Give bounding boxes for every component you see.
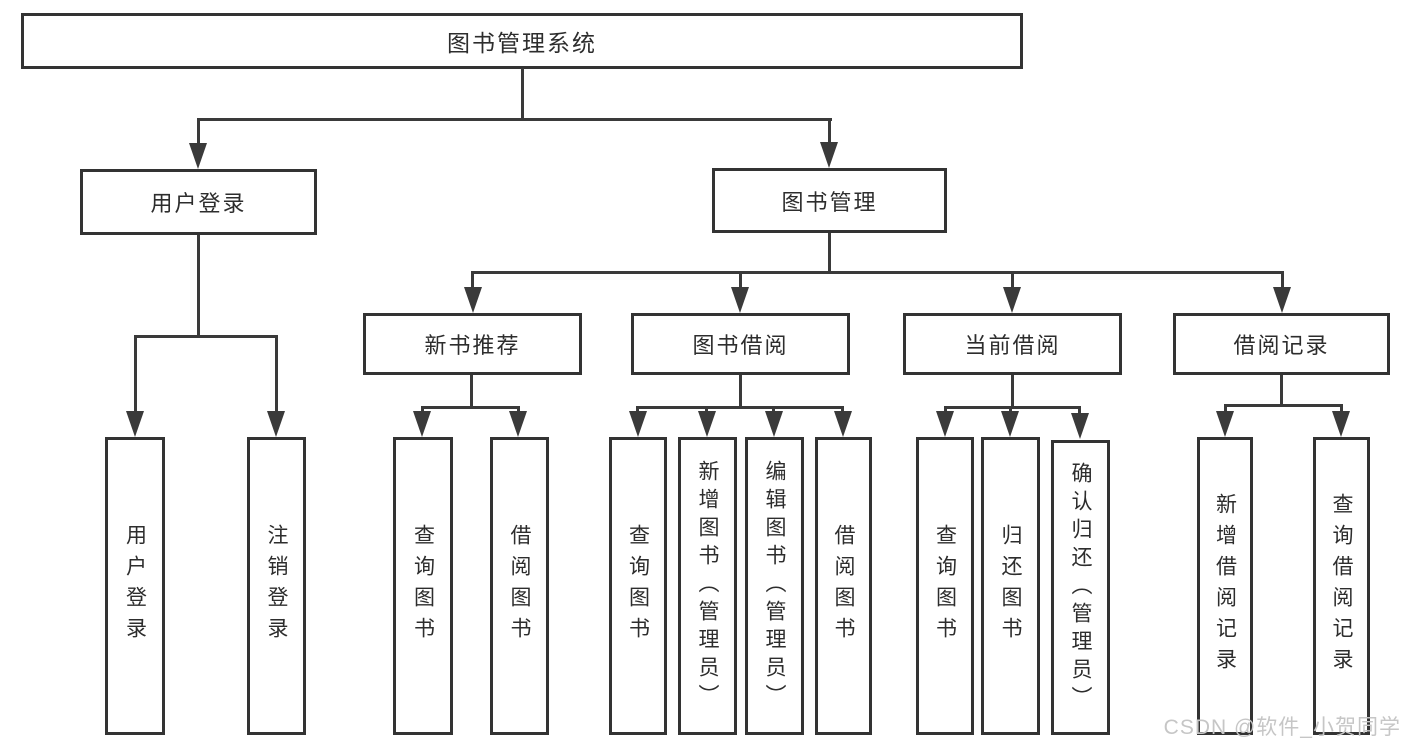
node-leaf-add-borrow-record-label: 新增借阅记录 <box>1213 493 1237 679</box>
node-leaf-query-books-recommend: 查询图书 <box>393 437 453 735</box>
node-leaf-query-books-borrow: 查询图书 <box>609 437 667 735</box>
arrowhead-to-new-book-recommend <box>464 287 482 313</box>
node-leaf-query-books-recommend-label: 查询图书 <box>411 524 435 648</box>
node-leaf-confirm-return-admin-label: 确认归还（管理员） <box>1069 461 1092 714</box>
arrowhead-borrow-leaf-3 <box>765 411 783 437</box>
connector-records-stem-1 <box>1224 404 1227 416</box>
connector-records-rail <box>1224 404 1343 407</box>
connector-current-stem-3 <box>1078 406 1081 416</box>
node-new-book-recommend: 新书推荐 <box>363 313 582 375</box>
arrowhead-records-leaf-1 <box>1216 411 1234 437</box>
node-leaf-query-borrow-record-label: 查询借阅记录 <box>1330 493 1353 679</box>
node-user-login-label: 用户登录 <box>150 191 247 216</box>
connector-book-mgmt-stub <box>828 233 831 273</box>
connector-borrow-rail <box>636 406 844 409</box>
node-leaf-logout-label: 注销登录 <box>265 524 288 648</box>
node-leaf-return-books: 归还图书 <box>981 437 1040 735</box>
connector-records-stem-2 <box>1340 404 1343 416</box>
arrowhead-current-leaf-1 <box>936 411 954 437</box>
node-borrow-records: 借阅记录 <box>1173 313 1390 375</box>
arrowhead-to-borrow-records <box>1273 287 1291 313</box>
connector-newbook-stub <box>470 375 473 408</box>
connector-user-login-stem-2 <box>275 335 278 415</box>
node-leaf-edit-books-admin: 编辑图书（管理员） <box>745 437 804 735</box>
arrowhead-to-leaf-logout <box>267 411 285 437</box>
node-leaf-add-books-admin-label: 新增图书（管理员） <box>696 460 719 712</box>
node-leaf-query-books-borrow-label: 查询图书 <box>626 524 650 648</box>
node-leaf-borrow-books-label: 借阅图书 <box>832 524 855 648</box>
node-leaf-borrow-books-recommend-label: 借阅图书 <box>508 524 531 648</box>
arrowhead-current-leaf-2 <box>1001 411 1019 437</box>
node-leaf-logout: 注销登录 <box>247 437 306 735</box>
connector-newbook-rail <box>421 406 520 409</box>
node-leaf-query-books-current: 查询图书 <box>916 437 974 735</box>
connector-user-login-stub <box>197 235 200 335</box>
node-leaf-return-books-label: 归还图书 <box>999 524 1022 648</box>
connector-book-mgmt-rail <box>471 271 1284 274</box>
node-user-login: 用户登录 <box>80 169 317 235</box>
arrowhead-to-book-borrow <box>731 287 749 313</box>
node-new-book-recommend-label: 新书推荐 <box>424 333 521 358</box>
arrowhead-to-user-login <box>189 143 207 169</box>
arrowhead-to-book-management <box>820 142 838 168</box>
node-leaf-edit-books-admin-label: 编辑图书（管理员） <box>763 460 786 712</box>
node-leaf-query-books-current-label: 查询图书 <box>933 524 957 648</box>
watermark-text: CSDN @软件_小贺同学 <box>1163 716 1401 739</box>
arrowhead-current-leaf-3 <box>1071 413 1089 439</box>
arrowhead-to-leaf-login <box>126 411 144 437</box>
connector-book-mgmt-stem-2 <box>739 271 742 291</box>
node-book-management: 图书管理 <box>712 168 947 233</box>
arrowhead-newbook-leaf-2 <box>509 411 527 437</box>
arrowhead-newbook-leaf-1 <box>413 411 431 437</box>
connector-book-mgmt-stem-3 <box>1011 271 1014 291</box>
node-borrow-records-label: 借阅记录 <box>1233 333 1330 358</box>
connector-records-stub <box>1280 375 1283 406</box>
node-root-label: 图书管理系统 <box>447 30 597 56</box>
connector-user-login-rail <box>134 335 278 338</box>
node-book-borrow-label: 图书借阅 <box>692 333 789 358</box>
node-leaf-add-books-admin: 新增图书（管理员） <box>678 437 737 735</box>
connector-book-mgmt-stem-1 <box>471 271 474 291</box>
connector-root-stem-right <box>828 118 831 148</box>
connector-current-stub <box>1011 375 1014 408</box>
node-leaf-add-borrow-record: 新增借阅记录 <box>1197 437 1253 735</box>
connector-book-mgmt-stem-4 <box>1281 271 1284 291</box>
node-leaf-borrow-books-recommend: 借阅图书 <box>490 437 549 735</box>
node-current-borrow: 当前借阅 <box>903 313 1122 375</box>
node-current-borrow-label: 当前借阅 <box>964 333 1061 358</box>
node-leaf-borrow-books: 借阅图书 <box>815 437 872 735</box>
node-root-library-management-system: 图书管理系统 <box>21 13 1023 69</box>
connector-root-rail <box>197 118 832 121</box>
arrowhead-records-leaf-2 <box>1332 411 1350 437</box>
arrowhead-to-current-borrow <box>1003 287 1021 313</box>
arrowhead-borrow-leaf-2 <box>698 411 716 437</box>
node-leaf-user-login: 用户登录 <box>105 437 165 735</box>
node-leaf-query-borrow-record: 查询借阅记录 <box>1313 437 1370 735</box>
arrowhead-borrow-leaf-4 <box>834 411 852 437</box>
connector-root-stem-left <box>197 118 200 148</box>
connector-root-stub <box>521 68 524 120</box>
node-book-borrow: 图书借阅 <box>631 313 850 375</box>
node-leaf-confirm-return-admin: 确认归还（管理员） <box>1051 440 1110 735</box>
arrowhead-borrow-leaf-1 <box>629 411 647 437</box>
connector-current-rail <box>944 406 1081 409</box>
connector-user-login-stem-1 <box>134 335 137 415</box>
connector-borrow-stub <box>739 375 742 408</box>
node-leaf-user-login-label: 用户登录 <box>123 524 147 648</box>
node-book-management-label: 图书管理 <box>781 189 878 215</box>
